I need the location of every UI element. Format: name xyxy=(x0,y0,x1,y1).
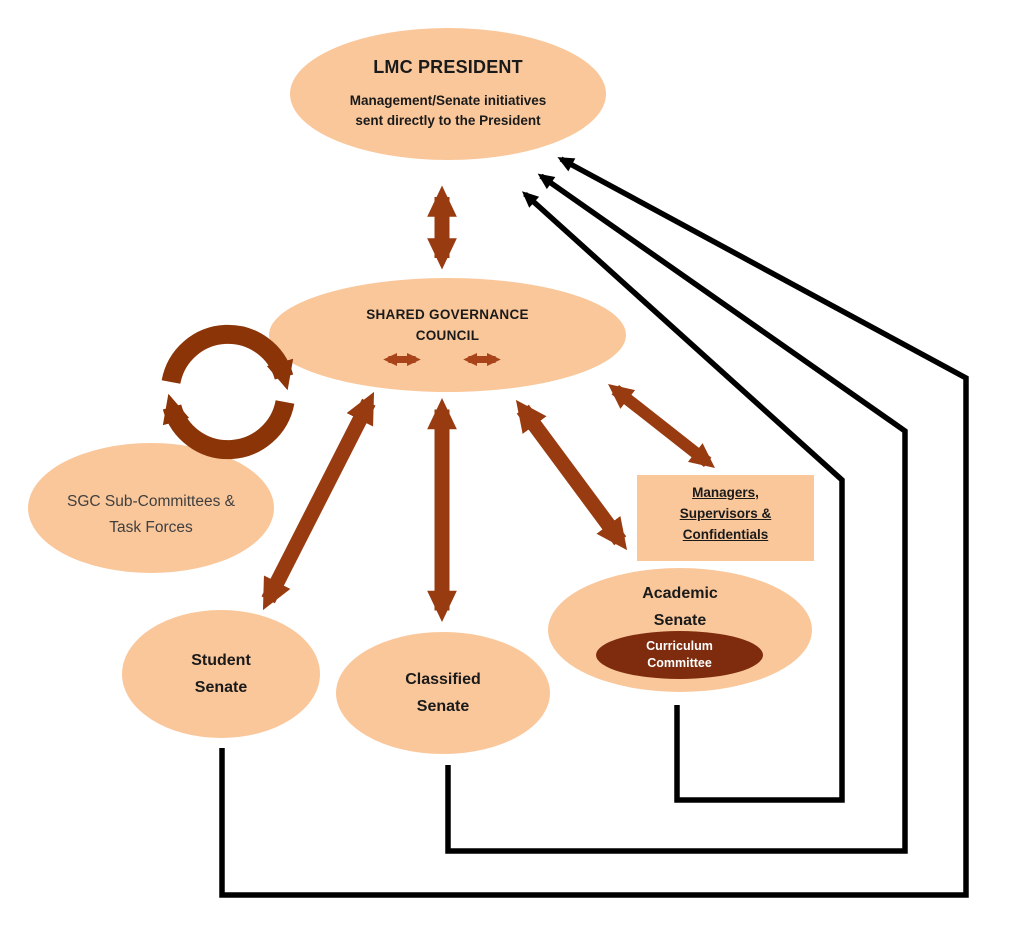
sgc-sub-line1: SGC Sub-Committees & xyxy=(67,493,235,510)
student-senate-line2: Senate xyxy=(194,679,248,696)
academic-senate-line2: Senate xyxy=(653,612,707,629)
cycle-arc-top xyxy=(161,324,294,391)
classified-senate-line1: Classified xyxy=(405,671,481,688)
cycle-arrows-icon xyxy=(161,324,295,460)
student-senate-line1: Student xyxy=(191,652,251,669)
sgc-sub-label: SGC Sub-Committees & Task Forces xyxy=(67,475,235,541)
managers-line2: Supervisors & xyxy=(679,506,772,521)
president-subtitle-line2: sent directly to the President xyxy=(355,113,541,128)
node-curriculum-committee: Curriculum Committee xyxy=(596,631,763,679)
sgc-sub-line2: Task Forces xyxy=(109,519,193,536)
managers-line1: Managers, xyxy=(692,485,759,500)
node-managers-supervisors-confidentials: Managers, Supervisors & Confidentials xyxy=(637,475,814,561)
curriculum-line1: Curriculum xyxy=(646,639,713,653)
sgc-title-line2: COUNCIL xyxy=(415,328,480,343)
classified-senate-line2: Senate xyxy=(416,698,470,715)
academic-senate-line1: Academic xyxy=(642,585,718,602)
two-way-arrow-sgc-student-senate xyxy=(261,391,376,611)
node-classified-senate: Classified Senate xyxy=(336,632,550,754)
node-student-senate: Student Senate xyxy=(122,610,320,738)
node-sgc-subcommittees: SGC Sub-Committees & Task Forces xyxy=(28,443,274,573)
two-way-arrow-sgc-managers xyxy=(608,383,715,469)
managers-line3: Confidentials xyxy=(682,527,769,542)
sgc-title-line1: SHARED GOVERNANCE xyxy=(366,307,529,322)
cycle-arc-bottom xyxy=(162,393,295,460)
line-student-senate-to-president xyxy=(219,156,969,898)
node-shared-governance-council: SHARED GOVERNANCE COUNCIL xyxy=(269,278,626,392)
node-lmc-president: LMC PRESIDENT Management/Senate initiati… xyxy=(290,28,606,160)
president-title: LMC PRESIDENT xyxy=(373,57,523,77)
president-subtitle-line1: Management/Senate initiatives xyxy=(349,93,547,108)
two-way-arrow-sgc-academic-senate xyxy=(515,399,628,551)
curriculum-line2: Committee xyxy=(647,656,712,670)
